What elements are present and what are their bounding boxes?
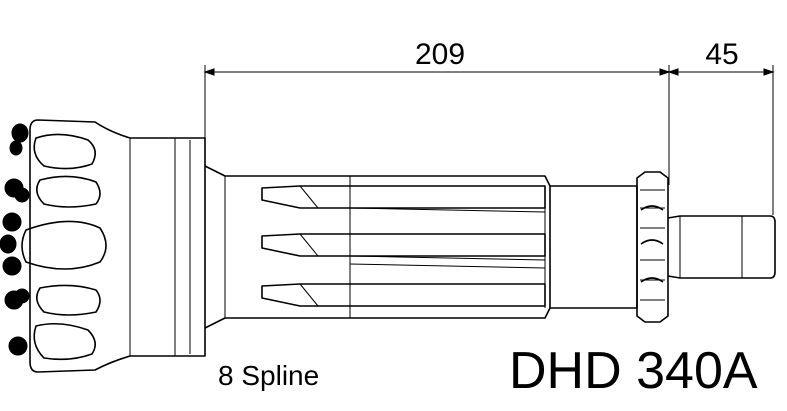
retaining-collar [636,171,669,323]
model-name-label: DHD 340A [509,342,758,400]
dimension-shank-length: 45 [705,38,738,71]
dimension-lines [203,65,775,215]
spline-shank [204,165,638,329]
dimension-overall-length: 209 [415,38,465,71]
spline-count-label: 8 Spline [218,360,319,391]
shank-end [667,215,776,279]
carbide-buttons [0,123,30,356]
bit-head [21,119,206,373]
